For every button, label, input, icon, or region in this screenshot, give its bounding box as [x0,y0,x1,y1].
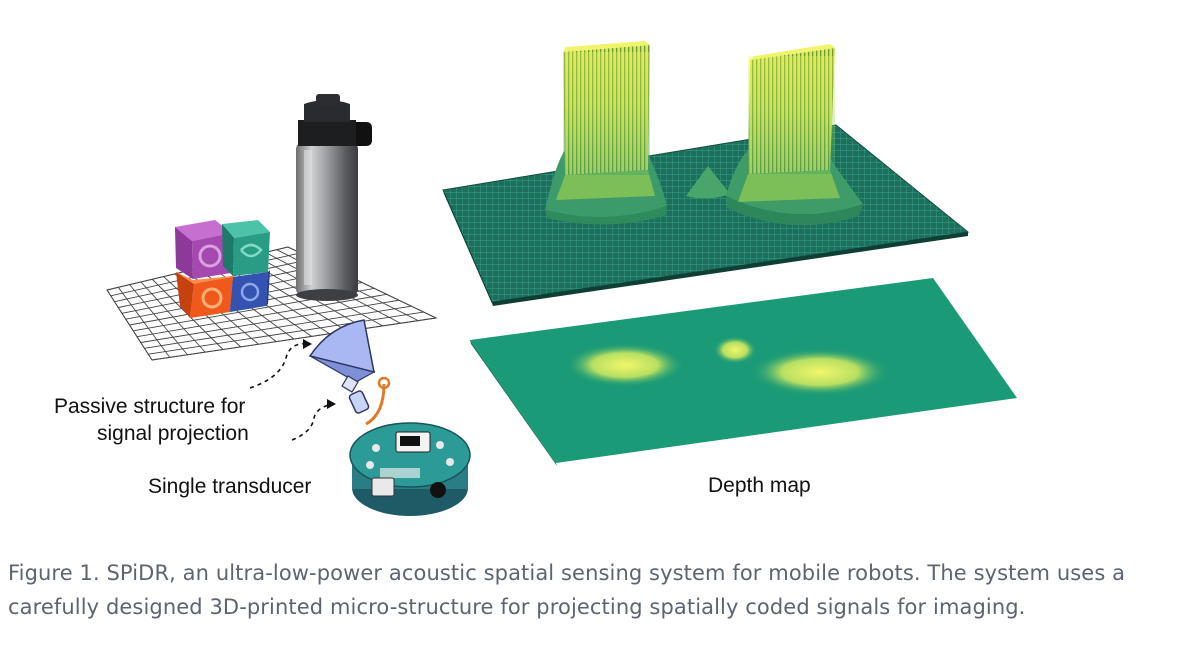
arrow-heads [303,339,336,409]
label-passive-structure-1: Passive structure for [54,395,246,418]
depth-map-plane [470,278,1017,466]
label-single-transducer: Single transducer [148,475,312,498]
floor-grid [106,246,438,361]
figure-illustration [106,41,1017,516]
bottle-icon [296,94,372,301]
surface-plot [442,41,970,306]
passive-structure-icon [308,319,376,393]
label-passive-structure-2: signal projection [97,422,249,445]
figure [106,41,1017,516]
floor-grid-line [151,317,437,361]
floor-grid-line [144,305,412,349]
blocks-icon [175,220,270,318]
label-depth-map: Depth map [708,474,811,497]
floor-grid-line [148,311,424,355]
floor-grid-line [140,299,400,343]
figure-caption: Figure 1. SPiDR, an ultra-low-power acou… [8,561,1126,619]
annotation-arrows [249,342,333,441]
robot-icon [349,422,471,516]
floor-grid-line [136,293,387,338]
transducer-icon [348,376,391,426]
